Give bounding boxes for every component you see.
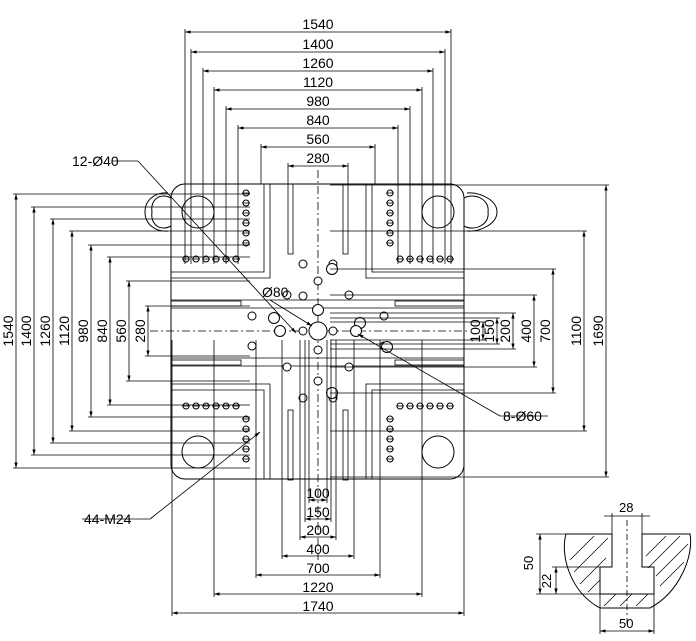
center-hole [308,321,328,341]
dimension-label: 1260 [302,55,333,71]
bolt-hole [313,376,323,386]
bolt-hole [298,259,308,269]
dimension-label: 150 [481,319,497,343]
dimension-label: 1540 [0,315,16,346]
tslot-detail: 28 50 22 50 [521,500,692,634]
callout-tie-bar-holes: 12-Ø40 [72,153,297,334]
dimension-label: 1400 [302,36,333,52]
bolt-hole [313,345,323,355]
callout-label: 8-Ø60 [503,408,542,424]
dimension-label: 1220 [302,579,333,595]
bolt-hole [298,291,308,301]
bolt-hole [298,326,308,336]
ejector-hole [312,304,324,316]
dimension-label: 1260 [37,315,53,346]
tslot-depth: 50 [521,556,536,570]
dimension-label: 100 [306,485,330,501]
bottom-dimension-chain: 100 150 200 400 700 1220 1740 [171,340,465,616]
dimension-label: 400 [518,319,534,343]
bolt-hole [247,311,257,321]
dimension-label: 1100 [568,316,584,346]
callout-threaded-holes: 44-M24 [82,431,261,527]
dimension-label: 1740 [302,598,333,614]
dimension-label: 150 [306,504,330,520]
ejector-hole [268,312,280,324]
dimension-label: 1120 [303,74,333,90]
bolt-hole [247,341,257,351]
dimension-label: 200 [306,522,330,538]
bolt-hole [282,290,292,300]
dimension-label: 700 [306,560,330,576]
dimension-label: 1400 [18,315,34,346]
dimension-label: 400 [306,541,330,557]
tie-bar-holes [181,195,455,469]
callout-label: Ø80 [262,284,289,300]
dimension-label: 200 [497,319,513,343]
ejector-hole [350,325,362,337]
platen-outline [150,170,470,560]
dimension-label: 700 [537,319,553,343]
dimension-label: 280 [306,150,330,166]
callout-center-hole: Ø80 [262,284,313,327]
dimension-label: 1690 [590,315,606,346]
dimension-label: 1540 [302,16,333,32]
dimension-label: 560 [113,319,129,343]
callout-label: 12-Ø40 [72,153,119,169]
dimension-label: 840 [94,319,110,343]
tslot-neck: 22 [539,574,554,588]
bolt-hole [328,326,338,336]
tslot-top-width: 28 [619,500,633,515]
callout-label: 44-M24 [84,511,132,527]
bolt-hole [282,362,292,372]
bolt-hole [313,276,323,286]
dimension-label: 280 [132,319,148,343]
dimension-label: 560 [306,131,330,147]
dimension-label: 980 [306,93,330,109]
dimension-label: 100 [467,319,483,343]
dimension-label: 840 [306,112,330,128]
top-dimension-chain: 1540 1400 1260 1120 980 840 560 280 [184,16,452,264]
ejector-hole [274,325,286,337]
callout-ejector-holes: 8-Ø60 [357,333,548,424]
dimension-label: 1120 [56,316,72,346]
tslot-bottom-width: 50 [619,616,633,631]
dimension-label: 980 [75,319,91,343]
